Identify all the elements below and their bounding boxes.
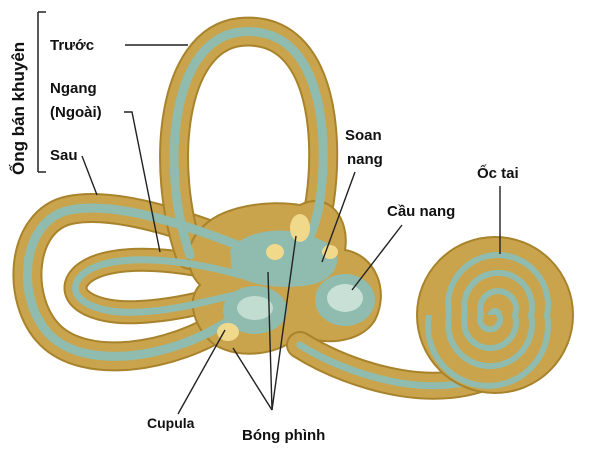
ampulla-spot-anterior: [290, 214, 310, 242]
vestibule-lower-highlight: [237, 296, 273, 320]
saccule-highlight: [327, 284, 363, 312]
label-anterior: Trước: [50, 37, 94, 54]
label-horizontal-line1: Ngang: [50, 80, 97, 97]
label-cochlea: Ốc tai: [477, 164, 519, 182]
label-horizontal-line2: (Ngoài): [50, 104, 102, 121]
ampullae: [217, 214, 338, 341]
group-label-semicircular-canals: Ống bán khuyên: [8, 42, 28, 175]
ampulla-spot-horizontal: [266, 244, 284, 260]
leader-lines: [81, 44, 501, 415]
anterior-canal-duct: [169, 27, 328, 260]
leader-horizontal: [124, 111, 161, 253]
label-posterior: Sau: [50, 147, 78, 164]
label-saccule: Cầu nang: [387, 203, 455, 220]
vestibule: [187, 200, 382, 355]
canal-group-bracket: Ống bán khuyên: [8, 11, 46, 175]
leader-utricle: [321, 171, 356, 263]
leader-saccule: [351, 224, 403, 291]
horizontal-canal-duct: [72, 256, 244, 316]
posterior-canal-duct: [22, 203, 255, 361]
utricle-duct: [230, 230, 338, 287]
label-utricle-line2: nang: [347, 151, 383, 168]
ampulla-spot-utricle: [322, 245, 338, 259]
leader-posterior: [81, 155, 98, 196]
leader-ampulla-1: [232, 347, 273, 411]
label-utricle-line1: Soan: [345, 127, 382, 144]
ampulla-spot-posterior: [217, 323, 239, 341]
label-cupula: Cupula: [147, 415, 195, 431]
leader-cupula: [177, 329, 226, 415]
canal-ducts: [22, 27, 328, 361]
leader-ampulla-3: [271, 235, 297, 411]
leader-ampulla-2: [267, 271, 273, 411]
labels: Trước Ngang (Ngoài) Sau Soan nang Cầu na…: [50, 37, 519, 444]
cochlea-spiral: [425, 252, 551, 389]
label-ampulla: Bóng phình: [242, 427, 325, 444]
cochlea: [286, 236, 574, 400]
